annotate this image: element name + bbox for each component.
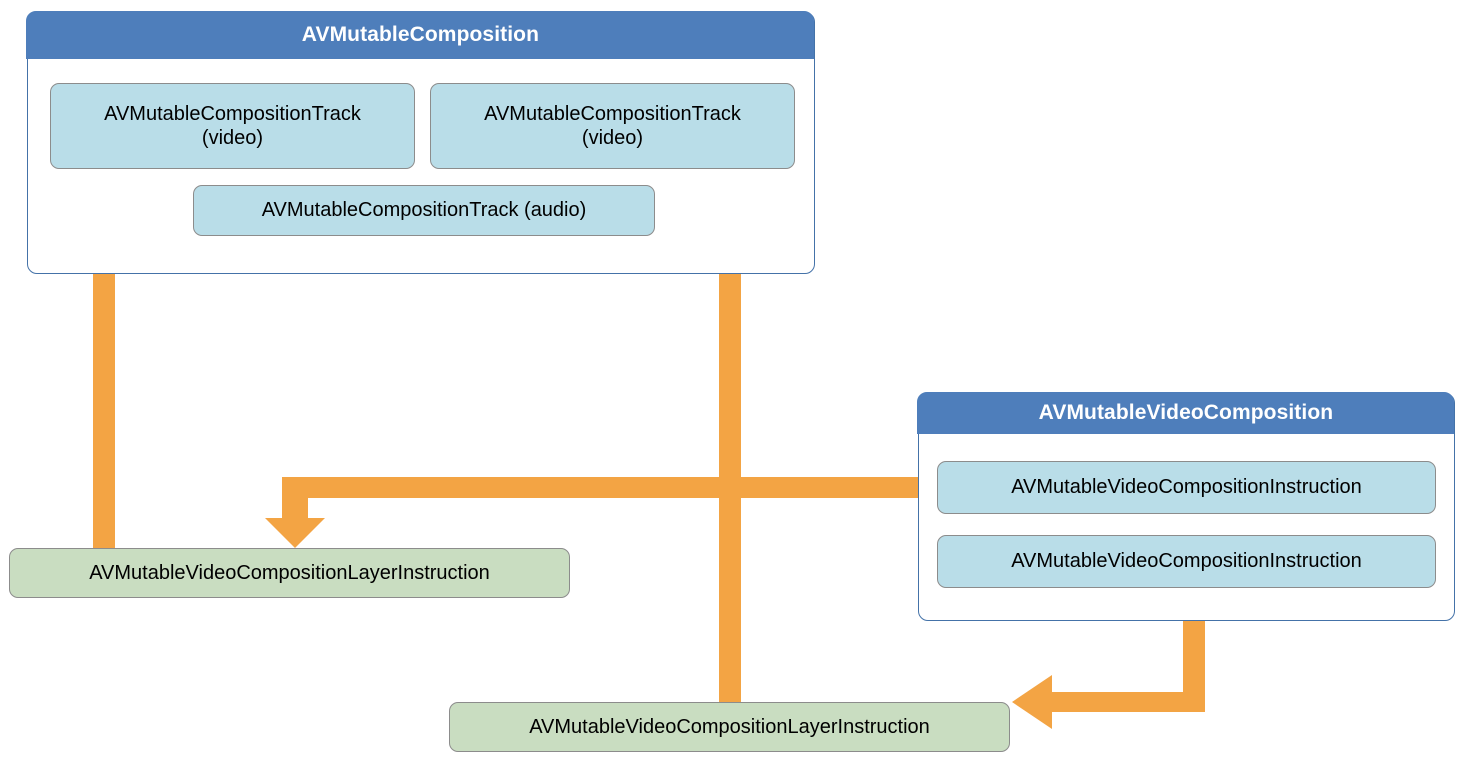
node-video-track-2-label: AVMutableCompositionTrack (video) (484, 102, 741, 149)
node-video-track-1[interactable]: AVMutableCompositionTrack (video) (50, 83, 415, 169)
arrow-instruction1-to-layer1 (265, 477, 937, 548)
av-mutable-video-composition-title: AVMutableVideoComposition (1038, 401, 1334, 425)
node-audio-track-label: AVMutableCompositionTrack (audio) (261, 199, 587, 222)
node-layer-instruction-1[interactable]: AVMutableVideoCompositionLayerInstructio… (9, 548, 570, 598)
node-layer-instruction-1-label: AVMutableVideoCompositionLayerInstructio… (89, 561, 490, 584)
node-instruction-1[interactable]: AVMutableVideoCompositionInstruction (937, 461, 1436, 514)
node-video-track-2[interactable]: AVMutableCompositionTrack (video) (430, 83, 795, 169)
node-audio-track[interactable]: AVMutableCompositionTrack (audio) (193, 185, 655, 236)
node-layer-instruction-2-label: AVMutableVideoCompositionLayerInstructio… (529, 715, 930, 738)
node-instruction-1-label: AVMutableVideoCompositionInstruction (1011, 476, 1362, 499)
av-mutable-video-composition-header: AVMutableVideoComposition (917, 392, 1455, 435)
node-video-track-1-label: AVMutableCompositionTrack (video) (104, 102, 361, 149)
av-mutable-composition-title: AVMutableComposition (301, 23, 540, 47)
av-mutable-composition-header: AVMutableComposition (26, 11, 815, 60)
node-layer-instruction-2[interactable]: AVMutableVideoCompositionLayerInstructio… (449, 702, 1010, 752)
node-instruction-2-label: AVMutableVideoCompositionInstruction (1011, 550, 1362, 573)
node-instruction-2[interactable]: AVMutableVideoCompositionInstruction (937, 535, 1436, 588)
